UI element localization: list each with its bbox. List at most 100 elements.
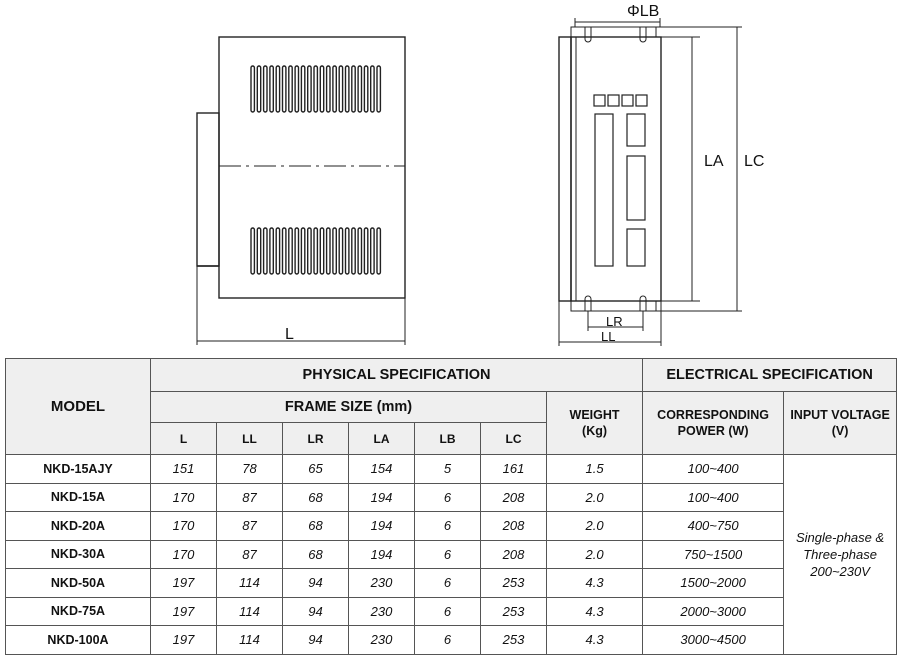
cell-power: 3000~4500 <box>642 625 785 655</box>
header-voltage-line-2: (V) <box>831 424 849 438</box>
cell-l: 151 <box>150 454 217 484</box>
vent-slot <box>363 227 369 275</box>
vent-slot <box>363 65 369 113</box>
cell-lc: 208 <box>480 511 547 541</box>
voltage-line-1: Single-phase & <box>796 529 885 545</box>
header-power-line-1: CORRESPONDING <box>657 408 769 422</box>
vent-slot <box>332 65 337 113</box>
cell-la: 230 <box>348 568 415 598</box>
cell-lb: 6 <box>414 596 481 626</box>
cell-ll: 87 <box>216 511 283 541</box>
header-physical-specification: PHYSICAL SPECIFICATION <box>149 358 644 392</box>
cell-la: 194 <box>348 482 415 512</box>
cell-lc: 208 <box>480 482 547 512</box>
cell-lc: 208 <box>480 539 547 569</box>
vent-slot <box>357 227 363 275</box>
cell-lr: 68 <box>282 482 349 512</box>
display-digit-4 <box>635 94 648 107</box>
cell-weight: 4.3 <box>545 596 644 626</box>
header-electrical-specification: ELECTRICAL SPECIFICATION <box>642 358 898 392</box>
vent-slot <box>332 227 337 275</box>
cell-model: NKD-75A <box>5 596 151 626</box>
vent-slot <box>344 65 350 113</box>
front-view-outer-plate <box>558 36 572 302</box>
cell-power: 1500~2000 <box>642 568 785 598</box>
connector-right-3 <box>626 228 646 267</box>
header-voltage-line-1: INPUT VOLTAGE <box>790 408 890 422</box>
vent-slot <box>325 227 331 275</box>
cell-l: 170 <box>150 511 217 541</box>
cell-lc: 253 <box>480 596 547 626</box>
cell-la: 230 <box>348 596 415 626</box>
vent-slot <box>307 65 312 113</box>
vent-slot <box>281 227 287 275</box>
vent-slot <box>275 65 281 113</box>
vent-slot <box>281 65 287 113</box>
header-dim-lr: LR <box>282 422 349 455</box>
cell-ll: 87 <box>216 539 283 569</box>
connector-right-1 <box>626 113 646 147</box>
vent-slot <box>370 227 375 275</box>
header-model: MODEL <box>5 358 151 455</box>
cell-weight: 2.0 <box>545 482 644 512</box>
mount-slot-top-left <box>584 27 592 43</box>
cell-model: NKD-50A <box>5 568 151 598</box>
cell-lc: 253 <box>480 625 547 655</box>
vent-slot <box>319 227 325 275</box>
cell-la: 194 <box>348 539 415 569</box>
vent-slot <box>275 227 281 275</box>
cell-model: NKD-30A <box>5 539 151 569</box>
cell-weight: 4.3 <box>545 568 644 598</box>
mount-slot-bottom-left <box>584 295 592 311</box>
cell-l: 197 <box>150 568 217 598</box>
vent-slot <box>288 227 293 275</box>
connector-left-long <box>594 113 614 267</box>
table-row: NKD-100A 197 114 94 230 6 253 4.3 3000~4… <box>5 625 897 655</box>
cell-l: 197 <box>150 596 217 626</box>
vent-slot <box>256 65 262 113</box>
cell-lb: 6 <box>414 539 481 569</box>
cell-lr: 94 <box>282 568 349 598</box>
header-dim-lb: LB <box>414 422 481 455</box>
vent-slot <box>250 227 256 275</box>
header-power: CORRESPONDING POWER (W) <box>642 391 785 455</box>
mount-slot-bottom-right <box>639 295 647 311</box>
cell-la: 230 <box>348 625 415 655</box>
vent-slot <box>250 65 256 113</box>
cell-power: 2000~3000 <box>642 596 785 626</box>
dim-label-phi-lb: ΦLB <box>627 3 659 20</box>
table-row: NKD-20A 170 87 68 194 6 208 2.0 400~750 <box>5 511 897 541</box>
header-weight-line-1: WEIGHT <box>569 408 620 422</box>
cell-l: 197 <box>150 625 217 655</box>
vent-slot <box>269 65 274 113</box>
cell-input-voltage: Single-phase & Three-phase 200~230V <box>783 454 898 655</box>
dim-label-ll: LL <box>601 329 615 344</box>
dim-label-lr: LR <box>606 314 623 329</box>
dim-label-l: L <box>285 326 294 343</box>
side-view-mount-plate <box>196 112 220 267</box>
vent-slot <box>262 65 268 113</box>
front-view-bottom-tab <box>570 300 657 312</box>
cell-lr: 94 <box>282 596 349 626</box>
side-view-vents-bottom <box>250 227 382 275</box>
vent-slot <box>376 227 382 275</box>
cell-lr: 65 <box>282 454 349 484</box>
vent-slot <box>351 227 356 275</box>
header-dim-l: L <box>150 422 217 455</box>
cell-weight: 2.0 <box>545 539 644 569</box>
vent-slot <box>294 65 300 113</box>
header-frame-size: FRAME SIZE (mm) <box>150 391 547 423</box>
front-view <box>558 26 662 312</box>
cell-ll: 114 <box>216 568 283 598</box>
vent-slot <box>262 227 268 275</box>
cell-lb: 6 <box>414 482 481 512</box>
cell-lb: 6 <box>414 511 481 541</box>
side-view-vents-top <box>250 65 382 113</box>
header-dim-lc: LC <box>480 422 547 455</box>
display-digit-3 <box>621 94 634 107</box>
vent-slot <box>307 227 312 275</box>
cell-lb: 6 <box>414 625 481 655</box>
vent-slot <box>300 227 306 275</box>
header-dim-ll: LL <box>216 422 283 455</box>
vent-slot <box>351 65 356 113</box>
